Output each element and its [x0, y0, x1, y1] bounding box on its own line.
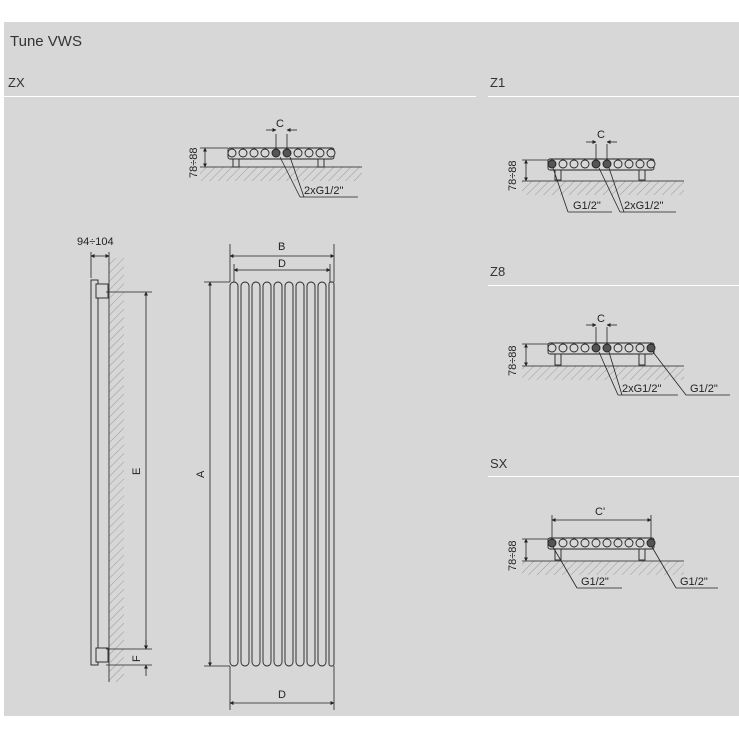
dim-c-label: C: [597, 313, 605, 325]
top-valve-icon: [95, 283, 109, 299]
section-divider-z8: [488, 285, 739, 286]
section-label-sx: SX: [490, 456, 508, 471]
section-divider-z1: [488, 96, 739, 97]
dim-b-label: B: [278, 241, 285, 253]
dim-a-label: A: [195, 470, 207, 478]
dim-c-label: C: [597, 129, 605, 141]
section-label-z1: Z1: [490, 75, 506, 90]
bracket-icon: [232, 158, 240, 168]
zx-top-view: C 78÷88 2xG1/2": [188, 118, 362, 198]
zx-side-view: 94÷104 E F: [77, 236, 152, 682]
connection-label-single: G1/2": [680, 576, 708, 588]
tube-circles: [227, 148, 336, 158]
page-title: Tune VWS: [10, 33, 82, 50]
connection-label-single: G1/2": [573, 200, 601, 212]
connection-label-double: 2xG1/2": [624, 200, 663, 212]
bracket-icon: [317, 158, 325, 168]
section-divider-sx: [488, 476, 739, 477]
dim-c-label: C: [276, 118, 284, 130]
front-tubes: [229, 281, 335, 667]
wall-hatch: [200, 167, 362, 181]
connection-label-single: G1/2": [581, 576, 609, 588]
dim-d-bottom-label: D: [278, 689, 286, 701]
connection-label-double: 2xG1/2": [622, 383, 661, 395]
wall-hatch: [109, 258, 124, 682]
section-label-zx: ZX: [8, 75, 25, 90]
dim-depth-label: 94÷104: [77, 236, 114, 248]
section-label-z8: Z8: [490, 264, 506, 279]
dim-wall-gap-label: 78÷88: [507, 540, 519, 571]
sx-top-view: C' 78÷88 G1/2" G1/2": [507, 506, 718, 589]
dim-e-label: E: [131, 468, 143, 475]
connection-label-single: G1/2": [690, 383, 718, 395]
dim-wall-gap-label: 78÷88: [507, 345, 519, 376]
connection-label: 2xG1/2": [304, 185, 343, 197]
dim-f-label: F: [131, 655, 143, 662]
dim-c-prime-label: C': [595, 506, 605, 518]
section-divider-zx: [4, 96, 476, 97]
radiator-side-profile: [90, 279, 99, 666]
z1-top-view: C 78÷88 G1/2" 2xG1/2": [507, 129, 684, 213]
dim-d-label: D: [278, 258, 286, 270]
dim-wall-gap-label: 78÷88: [507, 160, 519, 191]
z8-top-view: C 78÷88 2xG1/2" G1/2": [507, 313, 730, 396]
dim-wall-gap-label: 78÷88: [188, 147, 200, 178]
bottom-valve-icon: [95, 647, 109, 663]
zx-front-view: B D A D: [195, 241, 335, 710]
